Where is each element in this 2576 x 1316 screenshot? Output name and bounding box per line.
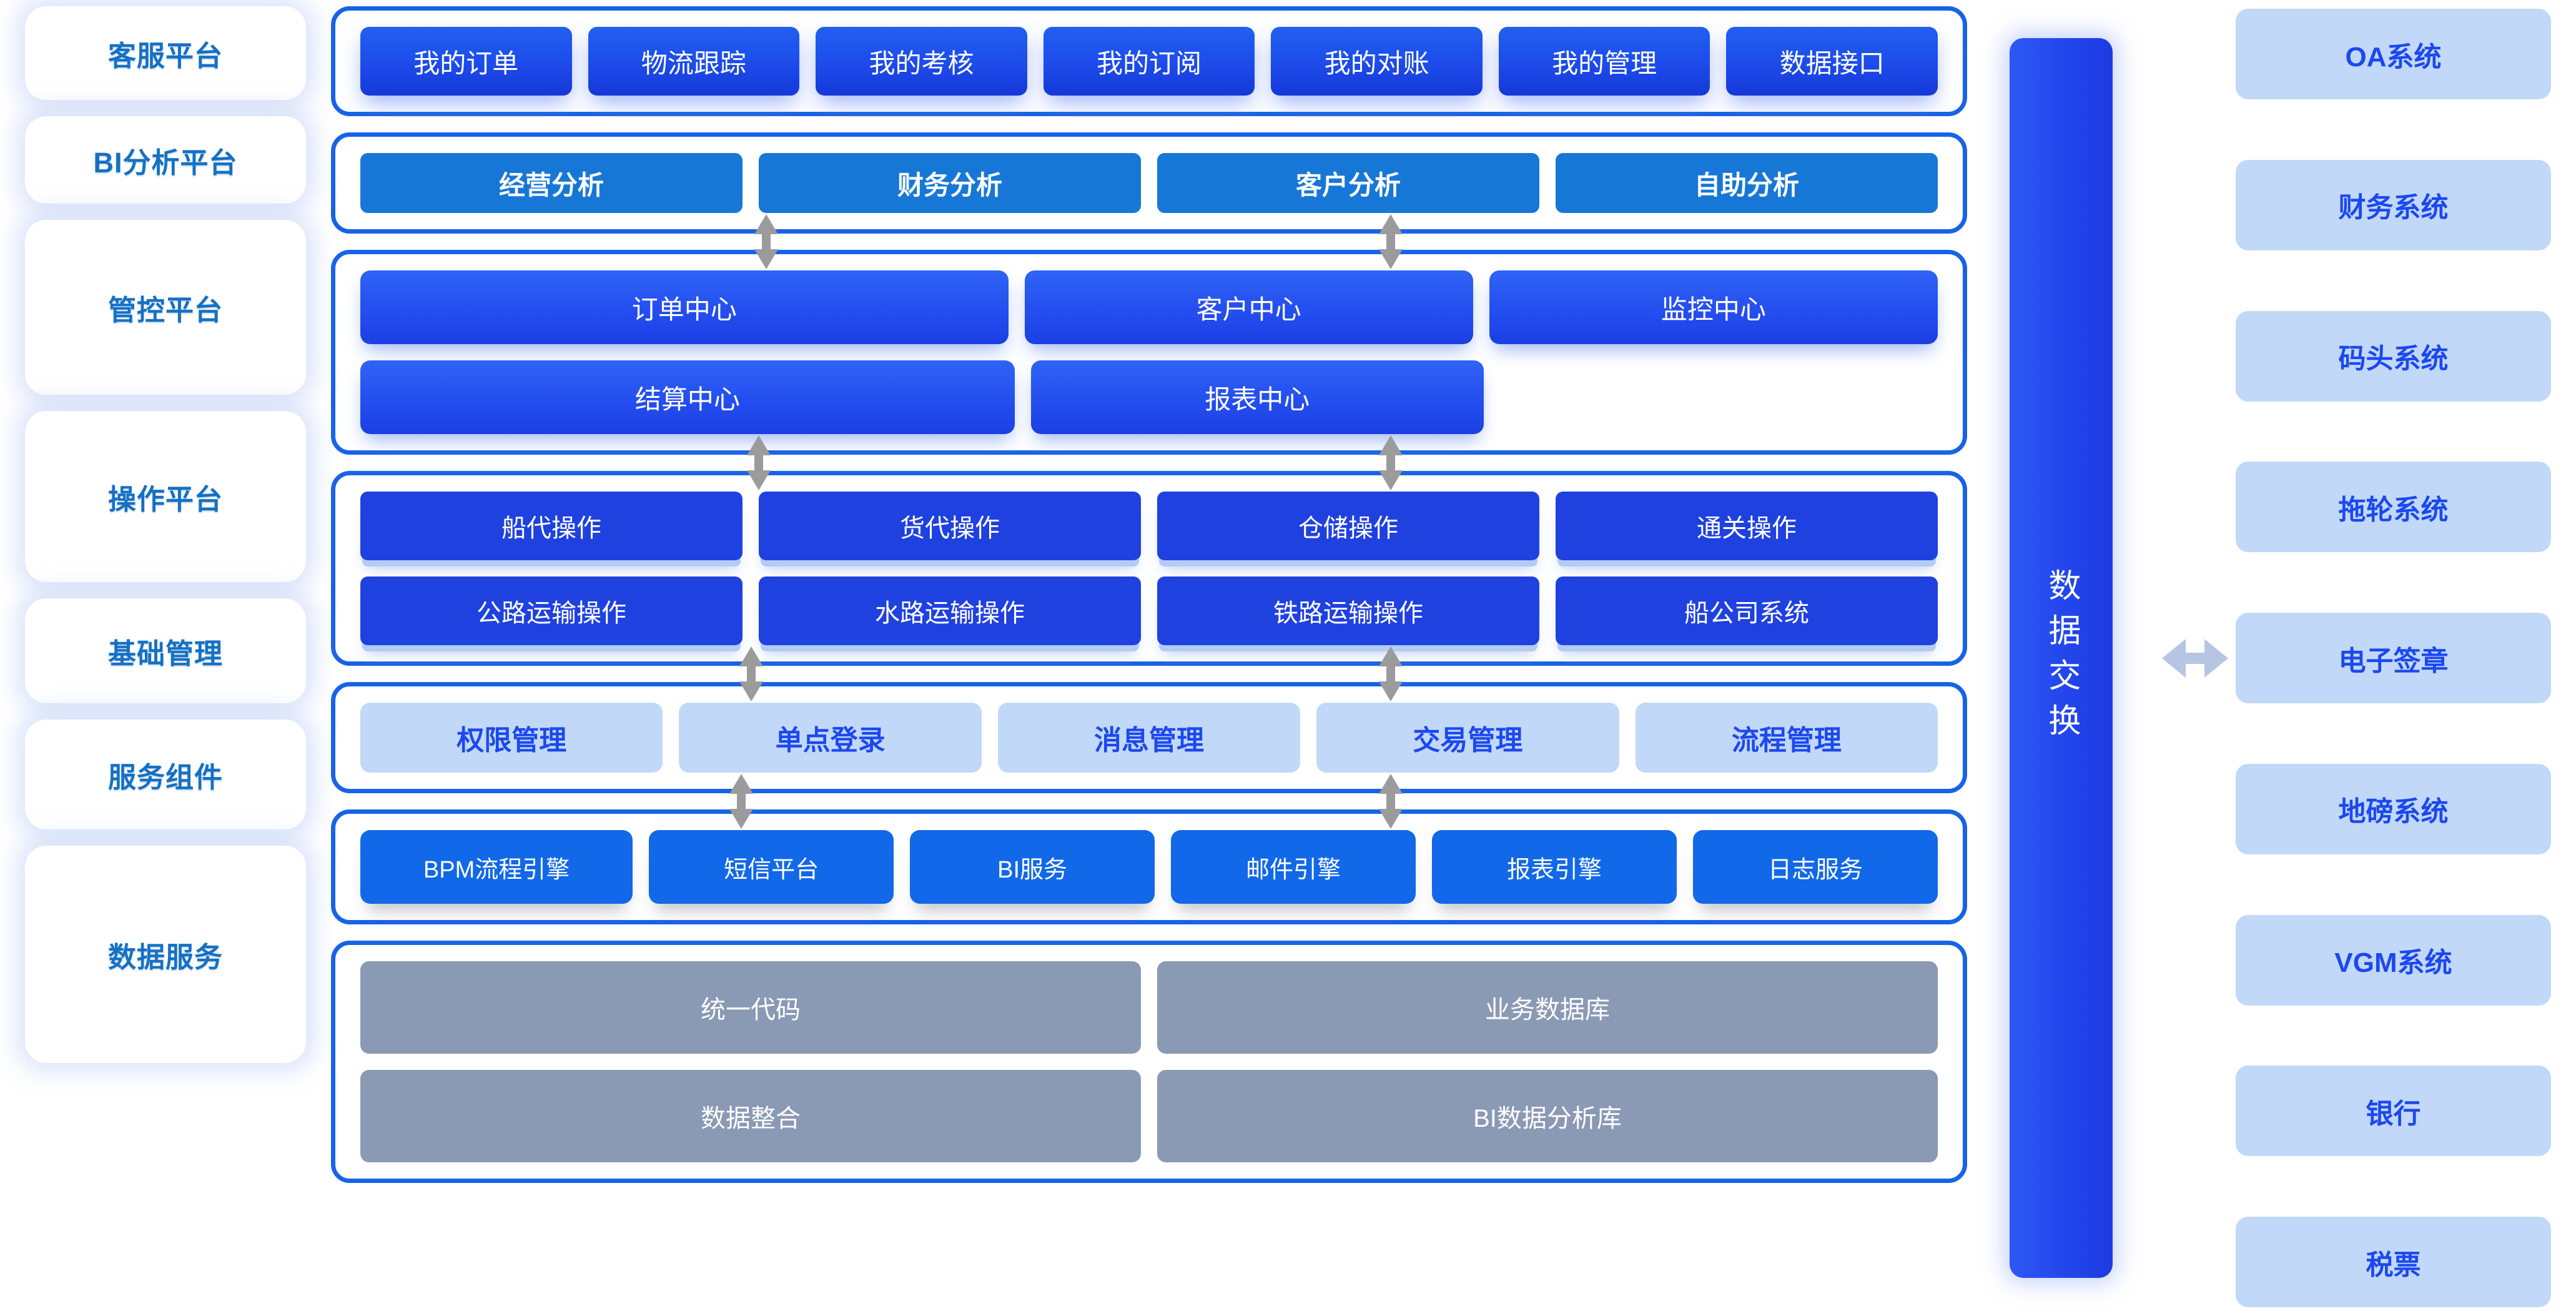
band-row: 结算中心 报表中心 [360, 360, 1938, 434]
tile-warehouse-ops[interactable]: 仓储操作 [1157, 492, 1539, 560]
sidebar-item-basic-management[interactable]: 基础管理 [25, 598, 306, 703]
tile-data-integration[interactable]: 数据整合 [360, 1070, 1141, 1162]
connector-control-to-operation [335, 435, 1963, 490]
band-operation-platform: 船代操作 货代操作 仓储操作 通关操作 公路运输操作 水路运输操作 铁路运输操作… [331, 471, 1967, 701]
band-basic-management: 权限管理 单点登录 消息管理 交易管理 流程管理 [331, 682, 1967, 829]
band-row: 经营分析 财务分析 客户分析 自助分析 [360, 153, 1938, 213]
tile-water-transport-ops[interactable]: 水路运输操作 [759, 576, 1141, 645]
tile-my-assessment[interactable]: 我的考核 [816, 27, 1027, 96]
data-exchange-label: 数据交换 [2043, 568, 2080, 748]
band-bi-platform: 经营分析 财务分析 客户分析 自助分析 [331, 132, 1967, 269]
tile-my-management[interactable]: 我的管理 [1498, 27, 1710, 96]
tile-data-interface[interactable]: 数据接口 [1726, 27, 1938, 96]
data-exchange-bar[interactable]: 数据交换 [2009, 38, 2113, 1278]
tile-logistics-track[interactable]: 物流跟踪 [588, 27, 800, 96]
band-control-platform: 订单中心 客户中心 监控中心 结算中心 报表中心 [331, 250, 1967, 490]
tile-log-service[interactable]: 日志服务 [1693, 830, 1938, 904]
band-row: 统一代码 业务数据库 [360, 961, 1938, 1054]
tile-freight-agency-ops[interactable]: 货代操作 [759, 492, 1141, 560]
sidebar-item-service-components[interactable]: 服务组件 [25, 720, 306, 829]
tile-my-orders[interactable]: 我的订单 [360, 27, 572, 96]
sidebar-label: BI分析平台 [93, 146, 238, 179]
tile-self-analysis[interactable]: 自助分析 [1556, 153, 1938, 213]
tile-customer-analysis[interactable]: 客户分析 [1157, 153, 1539, 213]
sidebar-label: 基础管理 [107, 637, 223, 670]
tile-unified-code[interactable]: 统一代码 [360, 961, 1141, 1054]
tile-rail-transport-ops[interactable]: 铁路运输操作 [1157, 576, 1539, 645]
band-row: 订单中心 客户中心 监控中心 [360, 270, 1938, 344]
tile-order-center[interactable]: 订单中心 [360, 270, 1009, 344]
connector-bi-to-control [335, 214, 1963, 269]
band-row: 数据整合 BI数据分析库 [360, 1070, 1938, 1162]
tile-transaction-management[interactable]: 交易管理 [1316, 703, 1619, 773]
tile-single-sign-on[interactable]: 单点登录 [679, 703, 982, 773]
tile-shipping-agency-ops[interactable]: 船代操作 [360, 492, 743, 560]
tile-customer-center[interactable]: 客户中心 [1024, 270, 1473, 344]
tile-report-center[interactable]: 报表中心 [1030, 360, 1484, 434]
band-row: 我的订单 物流跟踪 我的考核 我的订阅 我的对账 我的管理 数据接口 [360, 27, 1938, 96]
system-tile-vgm[interactable]: VGM系统 [2236, 914, 2551, 1006]
external-systems-column: OA系统 财务系统 码头系统 拖轮系统 电子签章 地磅系统 VGM系统 银行 税… [2236, 0, 2576, 1316]
system-tile-bank[interactable]: 银行 [2236, 1066, 2551, 1157]
tile-bi-analysis-database[interactable]: BI数据分析库 [1157, 1070, 1938, 1162]
horizontal-double-arrow-icon [2161, 631, 2229, 685]
system-tile-finance[interactable]: 财务系统 [2236, 159, 2551, 250]
sidebar-label: 服务组件 [107, 761, 223, 793]
tile-business-database[interactable]: 业务数据库 [1157, 961, 1938, 1054]
system-tile-weighbridge[interactable]: 地磅系统 [2236, 763, 2551, 854]
tile-message-management[interactable]: 消息管理 [997, 703, 1301, 773]
system-tile-oa[interactable]: OA系统 [2236, 9, 2551, 99]
tile-finance-analysis[interactable]: 财务分析 [759, 153, 1141, 213]
sidebar-label: 数据服务 [107, 941, 223, 973]
tile-report-engine[interactable]: 报表引擎 [1432, 830, 1677, 904]
band-row: 公路运输操作 水路运输操作 铁路运输操作 船公司系统 [360, 576, 1938, 645]
tile-settlement-center[interactable]: 结算中心 [360, 360, 1015, 434]
platform-bands-column: 我的订单 物流跟踪 我的考核 我的订阅 我的对账 我的管理 数据接口 经营分析 … [331, 0, 1967, 1189]
sidebar-item-bi-platform[interactable]: BI分析平台 [25, 116, 306, 204]
tile-road-transport-ops[interactable]: 公路运输操作 [360, 576, 743, 645]
band-customer-service: 我的订单 物流跟踪 我的考核 我的订阅 我的对账 我的管理 数据接口 [331, 6, 1967, 116]
platform-layer-sidebar: 客服平台 BI分析平台 管控平台 操作平台 基础管理 服务组件 数据服务 [0, 0, 331, 1069]
connector-exchange-to-systems [2154, 0, 2236, 1316]
tile-process-management[interactable]: 流程管理 [1635, 703, 1938, 773]
tile-customs-ops[interactable]: 通关操作 [1556, 492, 1938, 560]
sidebar-item-customer-service[interactable]: 客服平台 [25, 6, 306, 100]
system-tile-tax-invoice[interactable]: 税票 [2236, 1217, 2551, 1307]
tile-bpm-engine[interactable]: BPM流程引擎 [360, 830, 633, 904]
sidebar-item-control-platform[interactable]: 管控平台 [25, 220, 306, 395]
system-tile-e-signature[interactable]: 电子签章 [2236, 613, 2551, 703]
band-row: 船代操作 货代操作 仓储操作 通关操作 [360, 492, 1938, 560]
tile-sms-platform[interactable]: 短信平台 [649, 830, 894, 904]
connector-operation-to-basic [335, 646, 1963, 701]
system-tile-tugboat[interactable]: 拖轮系统 [2236, 462, 2551, 553]
band-row: 权限管理 单点登录 消息管理 交易管理 流程管理 [360, 703, 1938, 773]
sidebar-label: 客服平台 [107, 39, 223, 72]
system-tile-terminal[interactable]: 码头系统 [2236, 310, 2551, 402]
sidebar-label: 操作平台 [107, 483, 223, 515]
connector-basic-to-service [335, 774, 1963, 829]
band-data-service: 统一代码 业务数据库 数据整合 BI数据分析库 [331, 941, 1967, 1183]
sidebar-item-operation-platform[interactable]: 操作平台 [25, 411, 306, 582]
tile-mail-engine[interactable]: 邮件引擎 [1171, 830, 1416, 904]
sidebar-item-data-service[interactable]: 数据服务 [25, 846, 306, 1063]
tile-monitor-center[interactable]: 监控中心 [1489, 270, 1938, 344]
tile-permission-management[interactable]: 权限管理 [360, 703, 663, 773]
band-service-components: BPM流程引擎 短信平台 BI服务 邮件引擎 报表引擎 日志服务 [331, 809, 1967, 924]
tile-bi-service[interactable]: BI服务 [910, 830, 1155, 904]
tile-business-analysis[interactable]: 经营分析 [360, 153, 743, 213]
tile-shipping-company-system[interactable]: 船公司系统 [1556, 576, 1938, 645]
sidebar-label: 管控平台 [107, 294, 223, 326]
tile-my-subscription[interactable]: 我的订阅 [1043, 27, 1255, 96]
data-exchange-column: 数据交换 [1967, 0, 2154, 1316]
tile-my-reconciliation[interactable]: 我的对账 [1271, 27, 1483, 96]
band-row: BPM流程引擎 短信平台 BI服务 邮件引擎 报表引擎 日志服务 [360, 830, 1938, 904]
